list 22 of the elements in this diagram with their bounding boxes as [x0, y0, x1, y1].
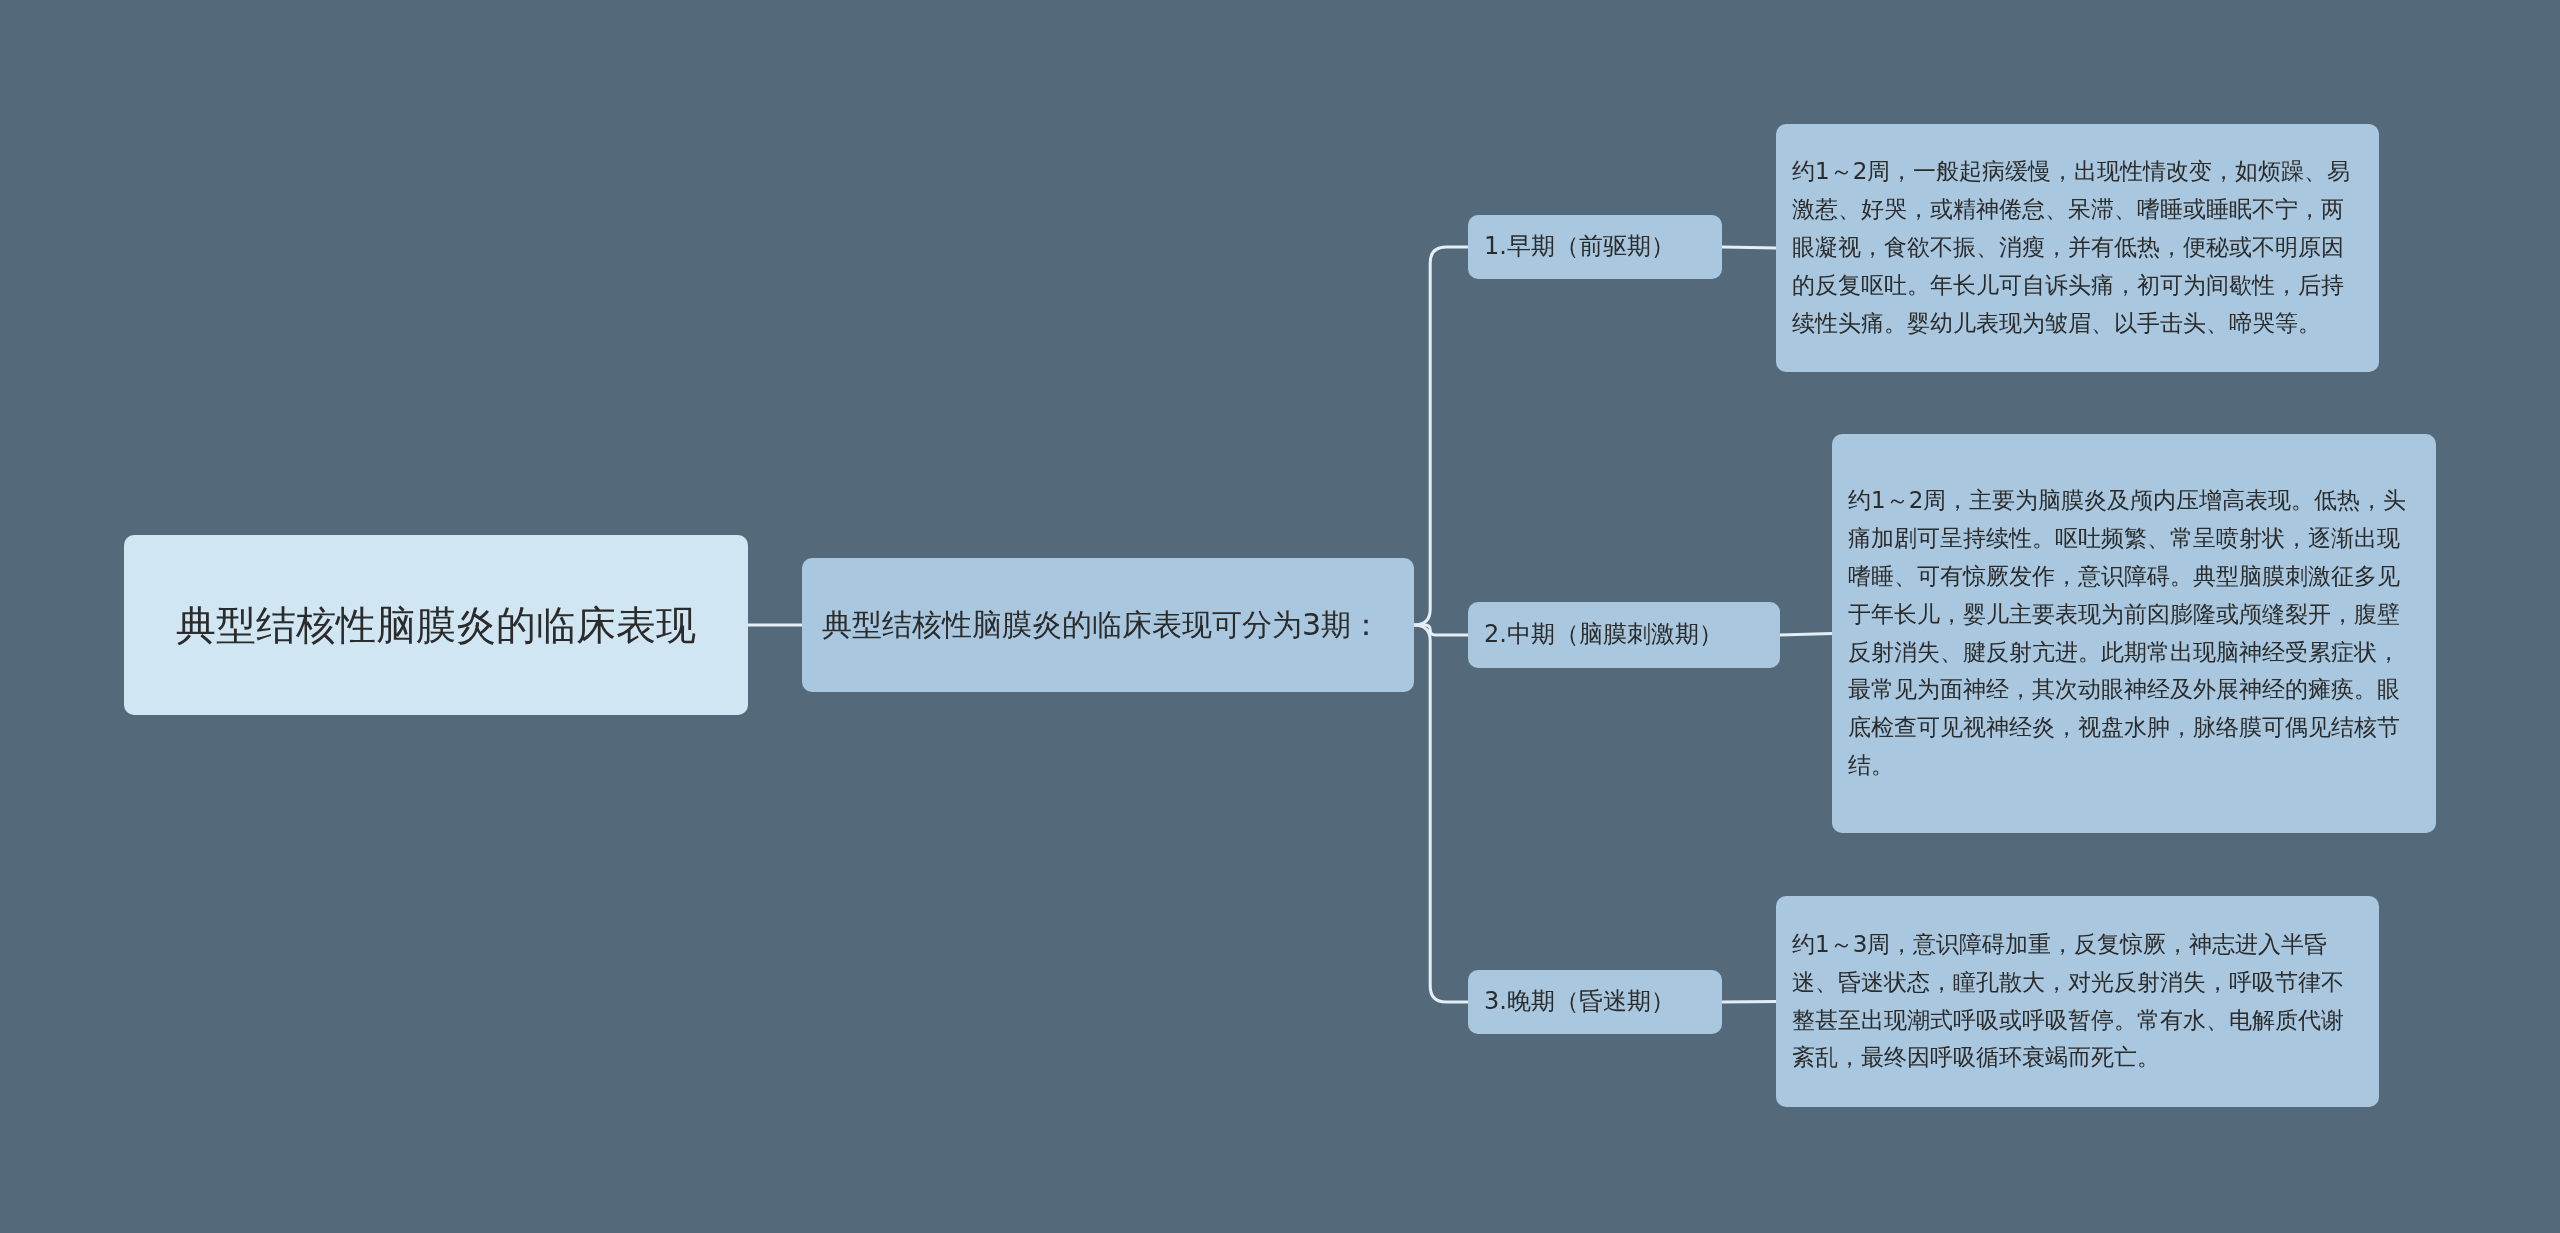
topic-box: [124, 535, 748, 715]
topic-text: 约1～2周，主要为脑膜炎及颅内压增高表现。低热，头痛加剧可呈持续性。呕吐频繁、常呈喷射状，逐渐出现嗜睡、可有惊厥发作，意识障碍。典型脑膜刺激征多见于年长儿，婴儿主要表现为前囟膨隆或颅缝裂开，腹壁反射消失、腱反射亢进。此期常出现脑神经受累症状，最常见为面神经，其次动眼神经及外展神经的瘫痪。眼底检查可见视神经炎，视盘水肿，脉络膜可偶见结核节结。: [1848, 485, 2408, 781]
topic-text: 典型结核性脑膜炎的临床表现可分为3期：: [822, 606, 1382, 645]
connector-line: [1722, 1000, 1776, 1004]
topic-box: [1468, 215, 1722, 279]
topic-box: [1832, 434, 2436, 833]
topic-box: [1468, 970, 1722, 1034]
topic-text: 约1～2周，一般起病缓慢，出现性情改变，如烦躁、易激惹、好哭，或精神倦怠、呆滞、嗜睡或睡眠不宁，两眼凝视，食欲不振、消瘦，并有低热，便秘或不明原因的反复呕吐。年长儿可自诉头痛，初可为间歇性，后持续性头痛。婴幼儿表现为皱眉、以手击头、啼哭等。: [1792, 157, 2352, 338]
connector-line: [1412, 245, 1468, 627]
topic-text: 3.晚期（昏迷期）: [1484, 986, 1675, 1018]
connector-line: [1412, 623, 1468, 1004]
topic-box: [1776, 896, 2379, 1107]
topic-text: 2.中期（脑膜刺激期）: [1484, 619, 1723, 651]
topic-box: [1468, 602, 1780, 668]
connector-line: [1721, 245, 1777, 250]
connector-line: [748, 623, 802, 627]
topic-box: [802, 558, 1414, 692]
topic-text: 1.早期（前驱期）: [1484, 231, 1675, 263]
connector-line: [1779, 632, 1833, 637]
topic-box: [1776, 124, 2379, 372]
topic-text: 典型结核性脑膜炎的临床表现: [176, 601, 696, 650]
topic-text: 约1～3周，意识障碍加重，反复惊厥，神志进入半昏迷、昏迷状态，瞳孔散大，对光反射消失，呼吸节律不整甚至出现潮式呼吸或呼吸暂停。常有水、电解质代谢紊乱，最终因呼吸循环衰竭而死亡。: [1792, 929, 2345, 1073]
